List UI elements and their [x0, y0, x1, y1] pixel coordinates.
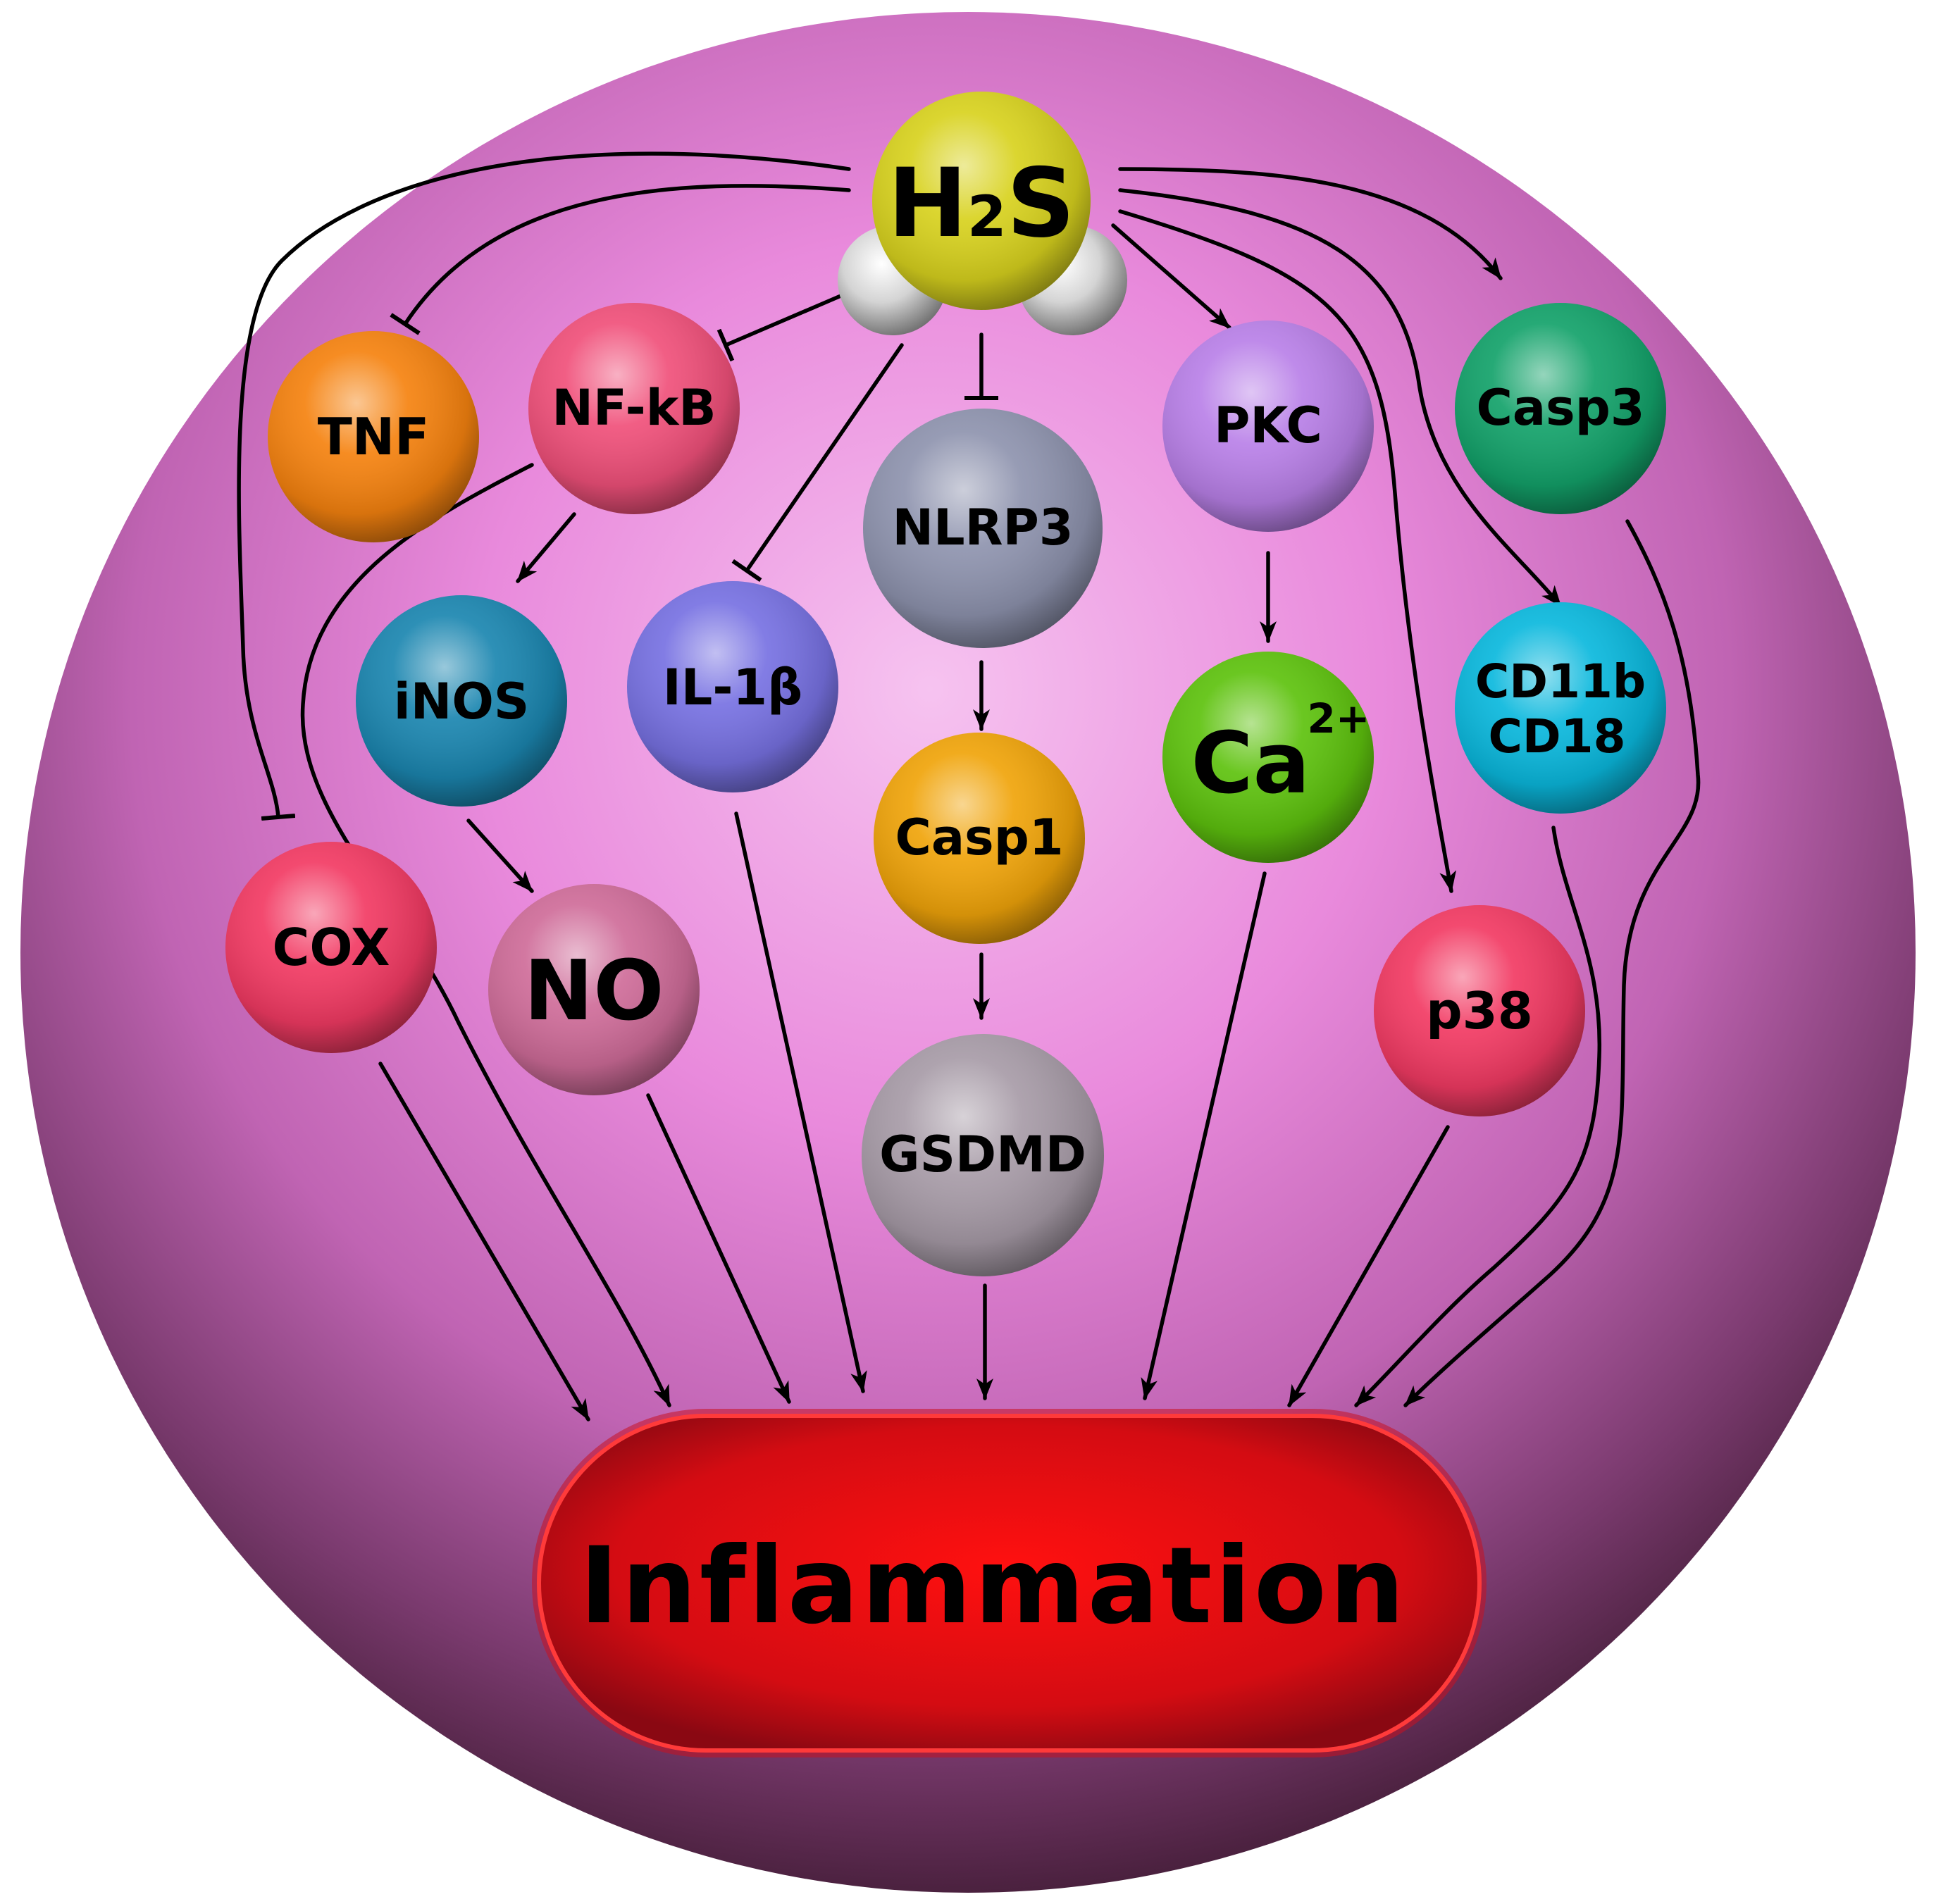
node-cd11b: CD11b CD18 — [1455, 602, 1666, 814]
node-h2s: H2S — [838, 92, 1127, 335]
nodes: H2S TNF NF-kB NLRP3 PKC — [225, 92, 1666, 1276]
nlrp3-label: NLRP3 — [892, 499, 1073, 556]
nfkb-label: NF-kB — [552, 379, 716, 437]
edges — [237, 151, 1701, 1421]
node-tnf: TNF — [268, 331, 479, 542]
svg-text:H2S: H2S — [888, 148, 1075, 259]
node-gsdmd: GSDMD — [862, 1034, 1104, 1276]
edge-ca-inflammation — [1141, 871, 1267, 1400]
edge-h2s-tnf — [390, 184, 851, 335]
inflammation-box: Inflammation — [532, 1409, 1487, 1757]
node-nfkb: NF-kB — [528, 303, 740, 514]
cox-label: COX — [273, 918, 390, 977]
ca-label: Ca — [1191, 715, 1310, 813]
edge-p38-inflammation — [1287, 1125, 1450, 1407]
edge-h2s-nfkb — [716, 290, 851, 362]
node-pkc: PKC — [1162, 321, 1374, 532]
pkc-label: PKC — [1214, 397, 1322, 454]
ca-label-sup: 2+ — [1308, 695, 1370, 742]
h2s-label-h: H — [888, 148, 967, 259]
edge-h2s-pkc — [1111, 223, 1231, 330]
gsdmd-label: GSDMD — [879, 1126, 1086, 1183]
edge-no-inflammation — [646, 1093, 791, 1404]
edge-nfkb-inos — [516, 512, 576, 583]
edge-h2s-il1b — [731, 343, 904, 583]
node-casp3: Casp3 — [1455, 303, 1666, 514]
h2s-label-s: S — [1007, 148, 1075, 259]
edge-cd11b-inflammation — [1354, 826, 1602, 1407]
edge-cox-inflammation — [378, 1062, 590, 1421]
il1b-label: IL-1β — [663, 659, 803, 716]
inflammation-label: Inflammation — [579, 1525, 1407, 1648]
node-nlrp3: NLRP3 — [863, 409, 1103, 648]
edge-h2s-cox — [237, 151, 851, 821]
node-casp1: Casp1 — [874, 733, 1085, 944]
h2s-label-sub: 2 — [967, 184, 1007, 249]
node-inos: iNOS — [356, 595, 567, 807]
edge-h2s-casp3 — [1118, 167, 1503, 280]
p38-label: p38 — [1426, 981, 1533, 1040]
edge-il1b-inflammation — [734, 811, 867, 1393]
casp1-label: Casp1 — [895, 809, 1063, 866]
node-ca: Ca 2+ — [1162, 652, 1374, 863]
casp3-label: Casp3 — [1476, 379, 1644, 437]
cell-background — [20, 12, 1916, 1893]
edge-h2s-p38 — [1118, 209, 1457, 893]
inos-label: iNOS — [394, 673, 530, 730]
node-no: NO — [488, 884, 700, 1095]
cd11b-label: CD11b — [1475, 654, 1646, 709]
edge-h2s-cd11b — [1118, 188, 1563, 608]
node-il1b: IL-1β — [627, 581, 838, 792]
tnf-label: TNF — [318, 407, 430, 466]
edge-casp3-inflammation — [1403, 519, 1701, 1407]
cd18-label: CD18 — [1488, 709, 1625, 764]
node-cox: COX — [225, 842, 437, 1053]
no-label: NO — [523, 942, 664, 1039]
node-p38: p38 — [1374, 905, 1585, 1116]
edge-inos-no — [466, 819, 534, 893]
